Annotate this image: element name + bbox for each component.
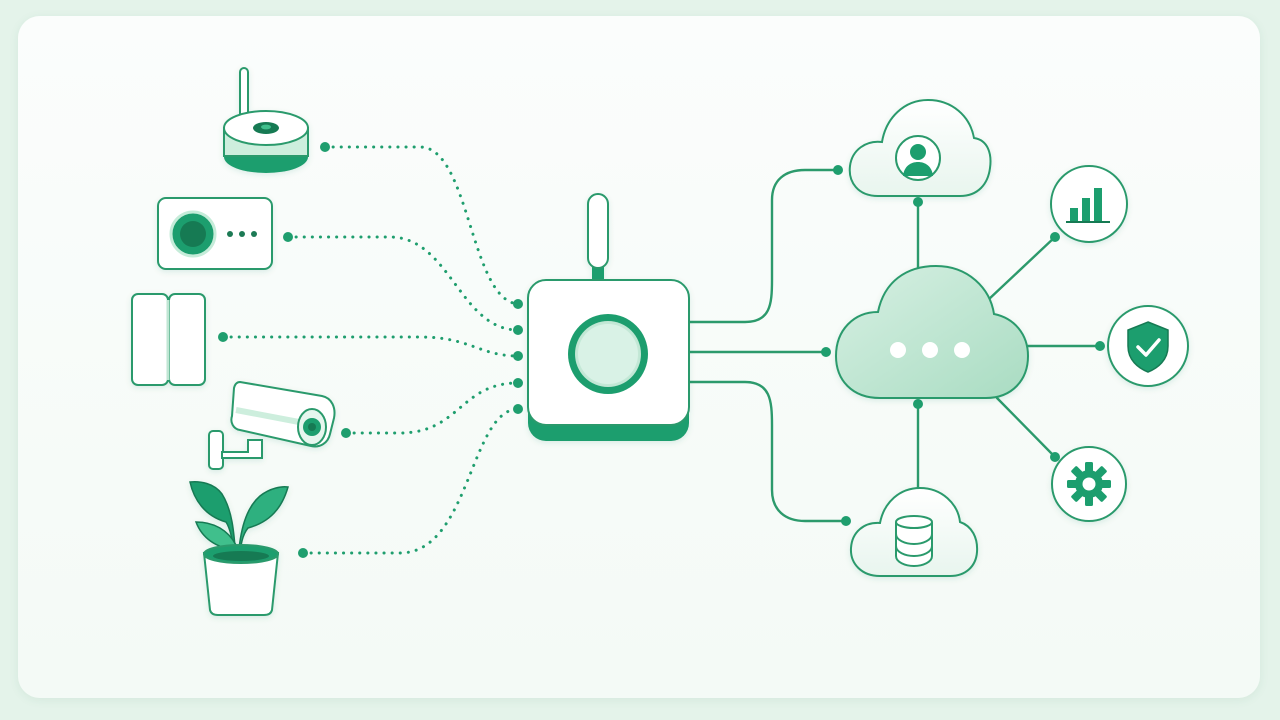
central-cloud[interactable] [834,264,1030,399]
bar-chart-icon [1066,188,1110,223]
connection-dot [513,351,523,361]
hub-gateway-icon[interactable] [527,193,690,441]
connection-dot [1050,232,1060,242]
connection-dot [833,165,843,175]
connection-dot [513,378,523,388]
connection-camera-hub [344,381,520,435]
connection-dot [913,399,923,409]
plant-icon[interactable] [189,481,289,616]
settings-feature[interactable] [1051,446,1127,522]
database-cloud[interactable] [849,486,979,577]
door-sensor-icon[interactable] [131,293,206,386]
wifi-sensor-icon[interactable] [223,67,309,173]
database-icon [895,515,933,568]
connection-dot [218,332,228,342]
connection-dot [1050,452,1060,462]
cloud-connections [688,165,1105,526]
camera-icon[interactable] [208,380,336,470]
device-connections [218,142,523,558]
user-cloud[interactable] [848,98,992,197]
connection-plant-hub [301,407,520,555]
connection-dot [341,428,351,438]
connection-dot [513,299,523,309]
connection-dot [841,516,851,526]
connection-dot [821,347,831,357]
user-icon [895,135,941,181]
shield-check-icon [1127,321,1169,373]
connection-switch-hub [286,235,520,332]
connection-dot [320,142,330,152]
connection-dot [513,325,523,335]
analytics-feature[interactable] [1050,165,1128,243]
connection-dot [513,404,523,414]
connection-hub-database-cloud [688,380,848,523]
connection-dot [913,197,923,207]
connection-sensor-hub [323,145,520,306]
connection-hub-user-cloud [688,168,840,324]
cloud-dots-icon [890,342,970,358]
gear-icon [1067,462,1111,506]
security-feature[interactable] [1107,305,1189,387]
connection-central-analytics [986,235,1057,302]
connection-central-settings [995,396,1057,459]
connection-door-sensor-hub [221,335,520,358]
switch-panel-icon[interactable] [157,197,273,270]
connection-dot [1095,341,1105,351]
connection-dot [298,548,308,558]
connection-dot [283,232,293,242]
